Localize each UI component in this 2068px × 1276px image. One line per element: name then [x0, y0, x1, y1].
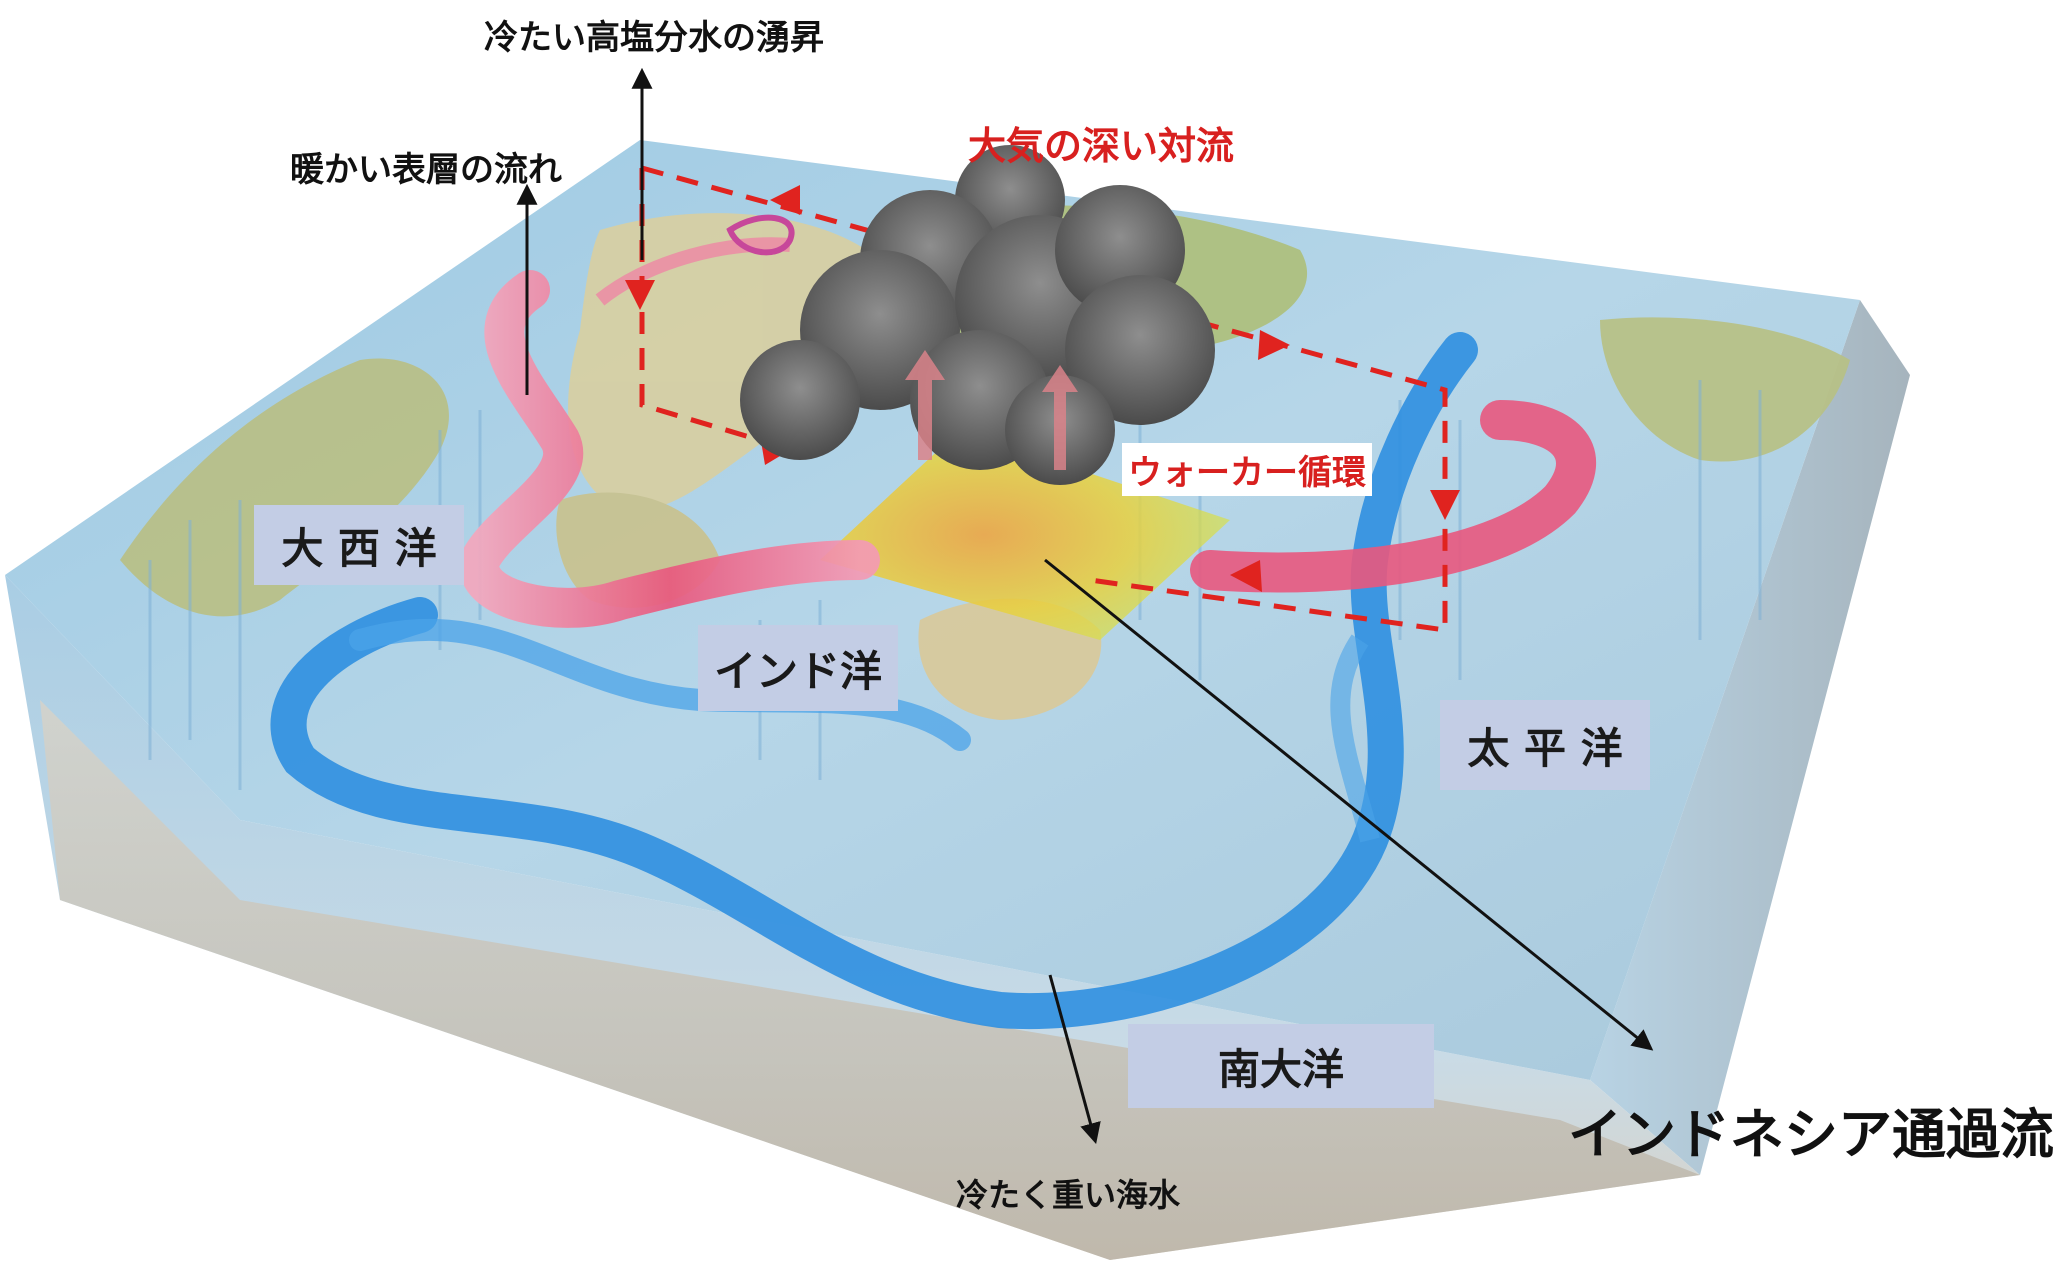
block-right-face	[1590, 300, 1910, 1175]
australia-landmass	[918, 598, 1102, 720]
walker-arrowhead-top	[770, 185, 800, 215]
southern-ocean-label: 南大洋	[1128, 1024, 1434, 1108]
deep-convection-label: 大気の深い対流	[968, 124, 1235, 168]
cold-heavy-arrow	[1048, 974, 1101, 1145]
cold-heavy-label: 冷たく重い海水	[956, 1176, 1181, 1214]
walker-arrowhead-lower-right	[1230, 560, 1262, 592]
leader-arrows	[516, 67, 1654, 1145]
seafloor	[40, 700, 1700, 1260]
updraft-arrows	[905, 350, 1078, 470]
walker-arrowhead-upper-right	[1258, 330, 1290, 360]
indian-ocean-label: インド洋	[698, 625, 898, 711]
atlantic-label: 大 西 洋	[254, 505, 464, 585]
warm-pool	[820, 430, 1230, 640]
itf-arrow	[1044, 558, 1654, 1051]
pacific-label: 太 平 洋	[1440, 700, 1650, 790]
americas-landmass	[120, 358, 449, 617]
warm-surface-label: 暖かい表層の流れ	[290, 150, 562, 190]
walker-label: ウォーカー循環	[1122, 443, 1372, 496]
walker-arrowhead-right	[1430, 490, 1460, 520]
upwelling-label: 冷たい高塩分水の湧昇	[484, 18, 824, 58]
itf-label: インドネシア通過流	[1568, 1103, 2054, 1166]
north-america-landmass	[1600, 317, 1850, 462]
walker-arrowhead-left	[625, 280, 655, 310]
